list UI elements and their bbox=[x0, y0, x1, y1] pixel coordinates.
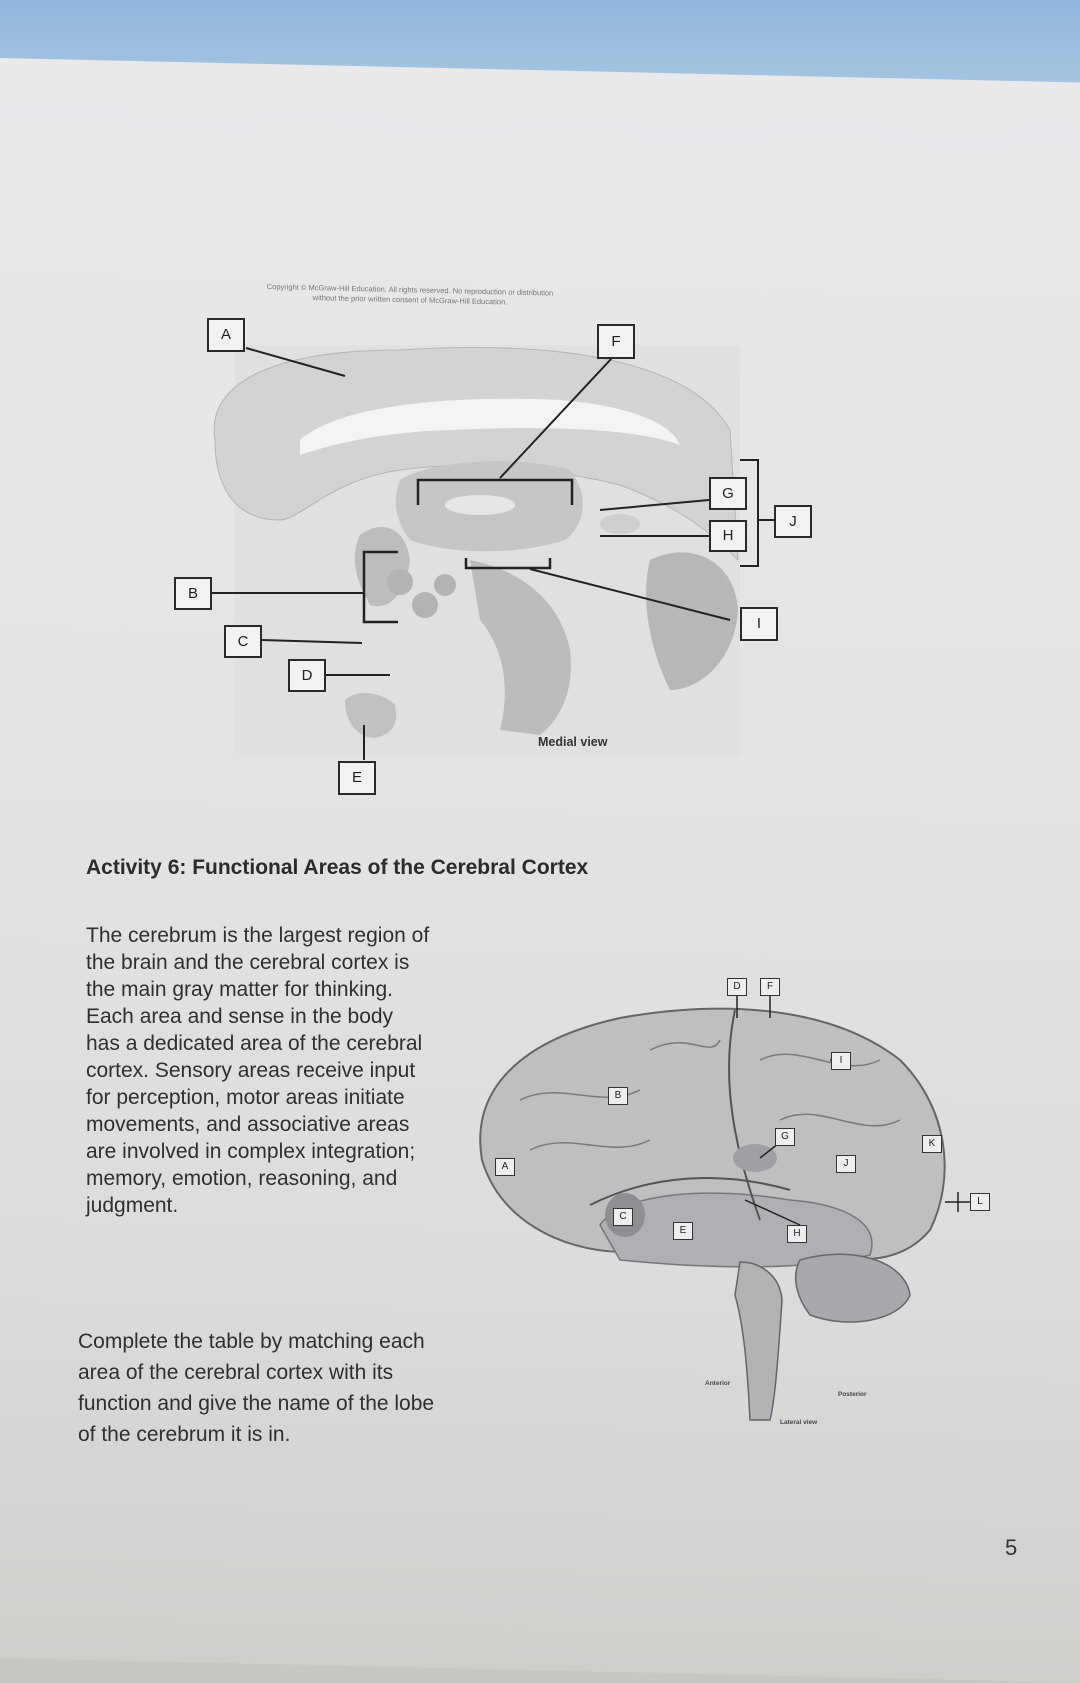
gyri-lines bbox=[519, 1039, 901, 1151]
lateral-label-g: G bbox=[775, 1128, 795, 1146]
medial-view-caption: Medial view bbox=[538, 735, 608, 749]
region-g-shape bbox=[733, 1144, 777, 1172]
cerebellum-lateral-shape bbox=[794, 1253, 911, 1323]
medial-label-e: E bbox=[338, 761, 376, 795]
lateral-label-b: B bbox=[608, 1087, 628, 1105]
lateral-label-h: H bbox=[787, 1225, 807, 1243]
medial-label-a: A bbox=[207, 318, 245, 352]
hypothalamus-nucleus-1 bbox=[387, 569, 413, 595]
lateral-label-k: K bbox=[922, 1135, 942, 1153]
lateral-label-d: D bbox=[727, 978, 747, 996]
medial-label-d: D bbox=[288, 659, 326, 692]
activity-intro-paragraph: The cerebrum is the largest region of th… bbox=[86, 924, 430, 1217]
medial-label-c: C bbox=[224, 625, 262, 658]
activity-instructions-paragraph: Complete the table by matching each area… bbox=[78, 1330, 435, 1446]
hypothalamus-nucleus-2 bbox=[412, 592, 438, 618]
lateral-label-a: A bbox=[495, 1158, 515, 1176]
posterior-label: Posterior bbox=[838, 1391, 867, 1398]
activity-heading: Activity 6: Functional Areas of the Cere… bbox=[86, 856, 589, 879]
anterior-label: Anterior bbox=[705, 1380, 731, 1387]
brainstem-lateral-shape bbox=[734, 1261, 783, 1421]
hypothalamus-nucleus-3 bbox=[434, 574, 456, 596]
medial-label-f: F bbox=[597, 324, 635, 359]
lateral-label-j: J bbox=[836, 1155, 856, 1173]
lateral-view-caption: Lateral view bbox=[780, 1419, 818, 1426]
medial-label-b: B bbox=[174, 577, 212, 610]
medial-label-j: J bbox=[774, 505, 812, 538]
lateral-label-c: C bbox=[613, 1208, 633, 1226]
cerebellum-shape bbox=[646, 552, 738, 690]
page-number: 5 bbox=[1005, 1535, 1018, 1560]
pineal-shape bbox=[600, 514, 640, 534]
lateral-sulcus-line bbox=[589, 1177, 791, 1206]
medial-label-h: H bbox=[709, 520, 747, 552]
central-sulcus-line bbox=[728, 1009, 761, 1221]
thalamus-highlight bbox=[445, 495, 515, 515]
lateral-label-i: I bbox=[831, 1052, 851, 1070]
pituitary-shape bbox=[345, 693, 397, 738]
corpus-callosum-shape bbox=[300, 398, 680, 455]
lateral-label-e: E bbox=[673, 1222, 693, 1240]
medial-label-g: G bbox=[709, 477, 747, 510]
temporal-lobe-shape bbox=[599, 1192, 873, 1268]
lateral-label-l: L bbox=[970, 1193, 990, 1211]
brainstem-shape bbox=[470, 560, 571, 735]
lateral-label-f: F bbox=[760, 978, 780, 996]
medial-label-i: I bbox=[740, 607, 778, 641]
